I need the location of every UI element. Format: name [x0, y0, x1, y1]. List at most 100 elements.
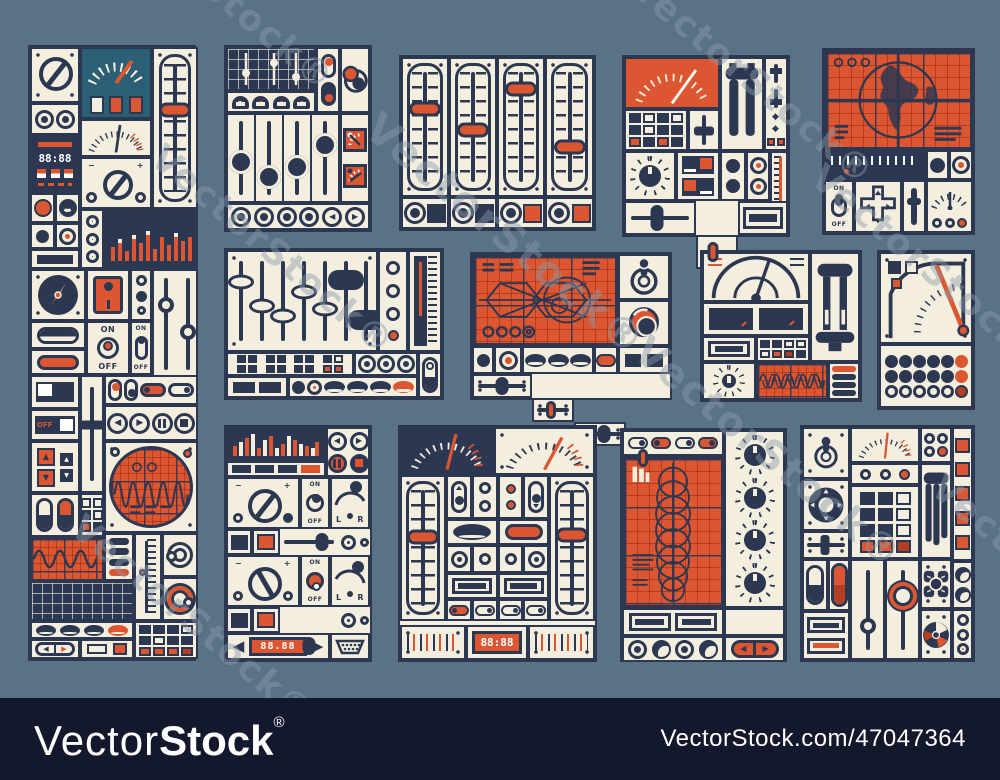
key-group[interactable]	[236, 355, 257, 373]
horizontal-slider[interactable]	[802, 531, 850, 559]
knob[interactable]	[34, 109, 54, 129]
fader-handle[interactable]	[407, 529, 439, 545]
keypad[interactable]	[850, 485, 920, 559]
knob[interactable]	[944, 218, 955, 228]
knob[interactable]	[956, 628, 969, 641]
key[interactable]	[859, 507, 875, 521]
round-button[interactable]	[954, 567, 971, 583]
round-button[interactable]	[912, 354, 926, 368]
lever-icon[interactable]	[722, 59, 762, 149]
key[interactable]	[82, 510, 91, 520]
key[interactable]	[276, 355, 286, 363]
knob[interactable]	[504, 553, 517, 565]
round-button[interactable]	[912, 384, 926, 398]
key-cell[interactable]	[252, 529, 280, 555]
key[interactable]	[859, 539, 875, 553]
key[interactable]	[796, 340, 806, 348]
mini-knob[interactable]	[233, 513, 243, 523]
knob[interactable]	[85, 215, 99, 229]
oval-button[interactable]	[393, 381, 414, 393]
slider-handle[interactable]	[859, 618, 876, 635]
capsule-switch-cell[interactable]	[30, 493, 80, 537]
stick-module[interactable]	[902, 180, 926, 233]
prev-button[interactable]: ◀	[322, 206, 343, 227]
key[interactable]	[82, 498, 91, 508]
power-toggle[interactable]: ON OFF	[824, 180, 854, 233]
key[interactable]	[784, 340, 794, 348]
knob[interactable]	[377, 355, 395, 373]
vertical-slider[interactable]	[177, 271, 196, 377]
slider-handle[interactable]	[313, 133, 337, 158]
knob[interactable]	[956, 613, 969, 626]
key[interactable]	[657, 125, 669, 135]
switch-thumb[interactable]	[60, 419, 73, 431]
horizontal-slider[interactable]	[280, 529, 338, 555]
channel-fader[interactable]	[555, 481, 589, 615]
joystick-icon[interactable]	[622, 257, 666, 297]
handle[interactable]	[770, 68, 782, 75]
toggle-switch-module[interactable]: ON OFF	[130, 321, 152, 375]
pill-stack[interactable]	[104, 533, 134, 581]
key[interactable]	[772, 350, 782, 358]
knob[interactable]	[860, 468, 872, 480]
throttle-lever[interactable]	[810, 252, 860, 362]
slider-handle[interactable]	[269, 308, 296, 324]
button-matrix[interactable]	[879, 344, 973, 408]
pill-switch[interactable]	[422, 357, 438, 393]
pill-toggle-h[interactable]	[475, 604, 495, 616]
handle[interactable]	[770, 98, 782, 105]
knob[interactable]	[136, 305, 146, 315]
slider-handle[interactable]	[179, 324, 196, 341]
channel-buttons[interactable]	[401, 197, 449, 229]
gain-knob[interactable]	[248, 489, 282, 523]
round-button[interactable]	[230, 206, 251, 227]
transport-pad[interactable]: ◀ ▶	[326, 427, 370, 477]
round-button[interactable]	[675, 639, 695, 659]
fader-channel[interactable]	[545, 57, 594, 197]
key[interactable]	[82, 522, 91, 532]
arrow-pill[interactable]: ◀ ▶	[730, 640, 779, 658]
spiral-knob-cell[interactable]	[162, 533, 198, 577]
knob-column[interactable]	[724, 430, 785, 608]
key[interactable]	[294, 365, 304, 373]
key[interactable]	[334, 365, 344, 373]
oval-button[interactable]	[504, 524, 543, 540]
slider-handle[interactable]	[290, 284, 317, 300]
square-button[interactable]	[571, 203, 591, 223]
square-pair[interactable]	[618, 346, 670, 374]
vertical-slider[interactable]	[248, 254, 275, 348]
gain-knob-module[interactable]: − +	[226, 555, 300, 607]
key[interactable]	[671, 137, 683, 147]
mini-slider[interactable]	[769, 62, 783, 84]
round-knob-row[interactable]	[354, 352, 418, 376]
pill-button[interactable]	[109, 548, 129, 556]
key[interactable]	[181, 646, 193, 656]
key[interactable]	[93, 510, 102, 520]
key[interactable]	[796, 350, 806, 358]
scale-slider[interactable]	[134, 533, 162, 621]
seven-slider-bank[interactable]	[226, 250, 378, 352]
down-button[interactable]: ▼	[60, 468, 73, 482]
square-button[interactable]	[955, 534, 970, 550]
key[interactable]	[153, 646, 165, 656]
orange-ring-cell[interactable]	[55, 223, 80, 249]
key-cell[interactable]	[226, 607, 252, 633]
key[interactable]	[643, 137, 655, 147]
knob[interactable]	[396, 355, 415, 373]
orange-key[interactable]	[112, 643, 127, 655]
switch-thumb[interactable]	[38, 384, 52, 396]
pill-toggle[interactable]	[320, 82, 336, 107]
key[interactable]	[657, 113, 669, 123]
pause-button[interactable]	[328, 453, 347, 473]
selector-knobs[interactable]	[930, 218, 969, 228]
square-button[interactable]	[523, 203, 542, 223]
off-switch[interactable]: OFF	[35, 416, 75, 434]
knob[interactable]	[359, 615, 369, 625]
pill-button[interactable]	[832, 366, 856, 372]
round-button[interactable]	[898, 369, 912, 383]
key[interactable]	[181, 624, 193, 634]
mini-knob[interactable]	[86, 192, 97, 203]
key-grid[interactable]	[624, 109, 688, 151]
key[interactable]	[153, 635, 165, 645]
pill-toggle-h[interactable]	[140, 383, 166, 397]
